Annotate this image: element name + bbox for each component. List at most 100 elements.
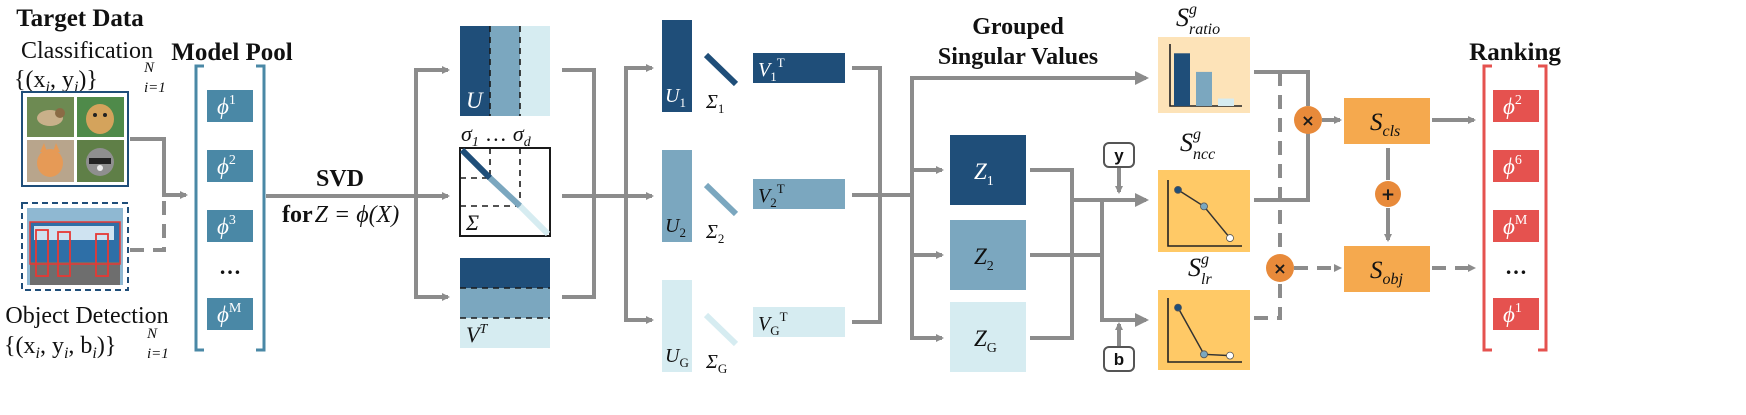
raccoon-image <box>77 140 124 182</box>
s-cls-label: Scls <box>1370 109 1400 140</box>
detection-image <box>21 202 129 291</box>
s-obj-label: Sobj <box>1370 257 1404 288</box>
classification-formula: {(xi, yi)} <box>14 67 98 96</box>
cls-multiply-node <box>1294 106 1322 134</box>
u-group-block <box>662 280 692 372</box>
classification-image-grid <box>21 91 129 187</box>
grouped-sv-title-2: Singular Values <box>938 44 1098 70</box>
kitten-image <box>27 140 74 182</box>
vt-label: VT <box>466 322 488 347</box>
z-block-label: Z2 <box>974 244 994 274</box>
ranking-chip <box>1493 90 1539 122</box>
b-input-box <box>1103 346 1135 372</box>
model-pool-right-bracket <box>256 64 266 352</box>
vt-matrix <box>460 258 550 348</box>
u-group-block <box>662 150 692 242</box>
sigma-group-label: Σ2 <box>705 221 724 246</box>
ranking-chip-label: ϕ6 <box>1503 153 1522 179</box>
sigma-label: Σ <box>465 210 479 235</box>
z1-out-line <box>1030 168 1074 200</box>
ncc-to-multiply-line <box>1254 132 1310 202</box>
model-pool-left-bracket <box>194 64 204 352</box>
svd-subtitle: forZ = ϕ(X) <box>282 202 399 228</box>
model-pool-chip-label: ϕ1 <box>217 93 236 119</box>
u-group-label: U1 <box>665 85 686 110</box>
v-group-label: V2T <box>758 181 785 210</box>
model-pool-chip <box>207 90 253 122</box>
dog-image <box>77 97 124 137</box>
s-ncc-axes <box>1167 180 1242 247</box>
model-pool-chip <box>207 210 253 242</box>
s-lr-chart <box>1167 298 1242 363</box>
obj-multiply-symbol: × <box>1273 259 1286 278</box>
s-lr-point <box>1200 350 1208 359</box>
group-split-arrow-top <box>624 64 654 196</box>
classification-to-pool-arrow <box>130 137 188 199</box>
sigma-group-diagonal <box>703 182 739 217</box>
s-lr-axes <box>1167 298 1242 363</box>
z1-arrow <box>910 166 944 195</box>
y-input-box <box>1103 142 1135 168</box>
v-group-block <box>753 53 845 83</box>
s-cls-box <box>1344 98 1430 144</box>
z-block <box>950 135 1026 205</box>
v-group-label: V1T <box>758 55 785 84</box>
svd-split-arrow-down <box>414 196 450 301</box>
detection-label: Object Detection <box>5 303 168 329</box>
z-block <box>950 220 1026 290</box>
detection-to-pool-arrow <box>130 200 166 252</box>
v-group-block <box>753 179 845 209</box>
svd-split-arrows <box>414 66 450 196</box>
v1-out-line <box>852 66 882 195</box>
to-ratio-arrow <box>910 71 1149 195</box>
ranking-chip <box>1493 298 1539 330</box>
classification-label: Classification <box>21 38 153 64</box>
sigma-matrix <box>459 147 551 237</box>
s-obj-box <box>1344 246 1430 292</box>
ranking-chip-label: ϕ2 <box>1503 93 1522 119</box>
ranking-ellipsis: … <box>1505 254 1527 279</box>
s-ncc-point <box>1174 185 1182 194</box>
z2-arrow <box>910 195 944 259</box>
detection-formula-sub: i=1 <box>147 346 169 362</box>
ranking-chip-label: ϕM <box>1503 213 1528 239</box>
u-group-label: UG <box>665 345 689 370</box>
z-block <box>950 302 1026 372</box>
vg-out-line <box>852 195 882 324</box>
s-ratio-bar <box>1196 71 1212 106</box>
ranking-left-bracket <box>1482 64 1492 352</box>
sigma-group-diagonal <box>703 312 739 347</box>
u-group-block <box>662 20 692 112</box>
cls-multiply-symbol: × <box>1301 111 1314 130</box>
grouped-sv-title-1: Grouped <box>972 14 1064 40</box>
z-block-label: Z1 <box>974 159 994 189</box>
detection-formula-sup: N <box>146 326 158 342</box>
detection-formula: {(xi, yi, bi)} <box>4 333 116 362</box>
classification-formula-sup: N <box>143 60 155 76</box>
ratio-to-multiply-line <box>1254 70 1310 106</box>
s-lr-point <box>1174 303 1182 312</box>
model-pool-chip <box>207 150 253 182</box>
s-ncc-chart <box>1167 180 1242 247</box>
z-block-label: ZG <box>974 326 997 356</box>
s-ratio-chart <box>1169 44 1242 107</box>
y-input-label: y <box>1114 146 1124 165</box>
model-pool-chip-label: ϕ2 <box>217 153 236 179</box>
to-lr-line <box>1072 253 1149 327</box>
ranking-chip <box>1493 210 1539 242</box>
s-ncc-point <box>1200 202 1208 211</box>
sigma-group-diagonal <box>703 52 739 87</box>
target-data-title: Target Data <box>16 5 144 32</box>
sigma-header: σ1…σd <box>461 121 532 150</box>
s-ratio-bar <box>1174 53 1190 106</box>
u-label: U <box>466 88 484 113</box>
ranking-title: Ranking <box>1469 39 1561 66</box>
model-pool-ellipsis: … <box>219 254 241 279</box>
v-group-block <box>753 307 845 337</box>
